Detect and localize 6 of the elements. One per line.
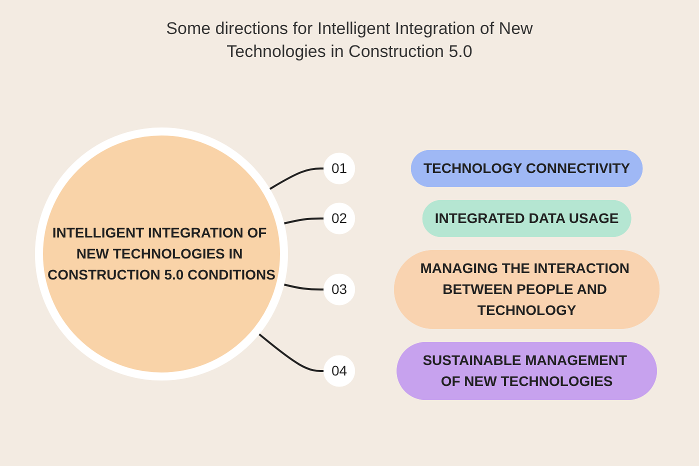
node-circle: 04 <box>324 355 356 387</box>
diagram-title: Some directions for Intelligent Integration of New Technologies in Construction 5.0 <box>165 18 534 63</box>
node-circle: INTELLIGENT INTEGRATION OF NEW TECHNOLOGIES IN CONSTRUCTION 5.0 CONDITIONS <box>35 127 288 380</box>
node-circle: 01 <box>324 152 356 184</box>
node-circle: 02 <box>324 202 356 234</box>
node-circle: 03 <box>324 274 356 306</box>
